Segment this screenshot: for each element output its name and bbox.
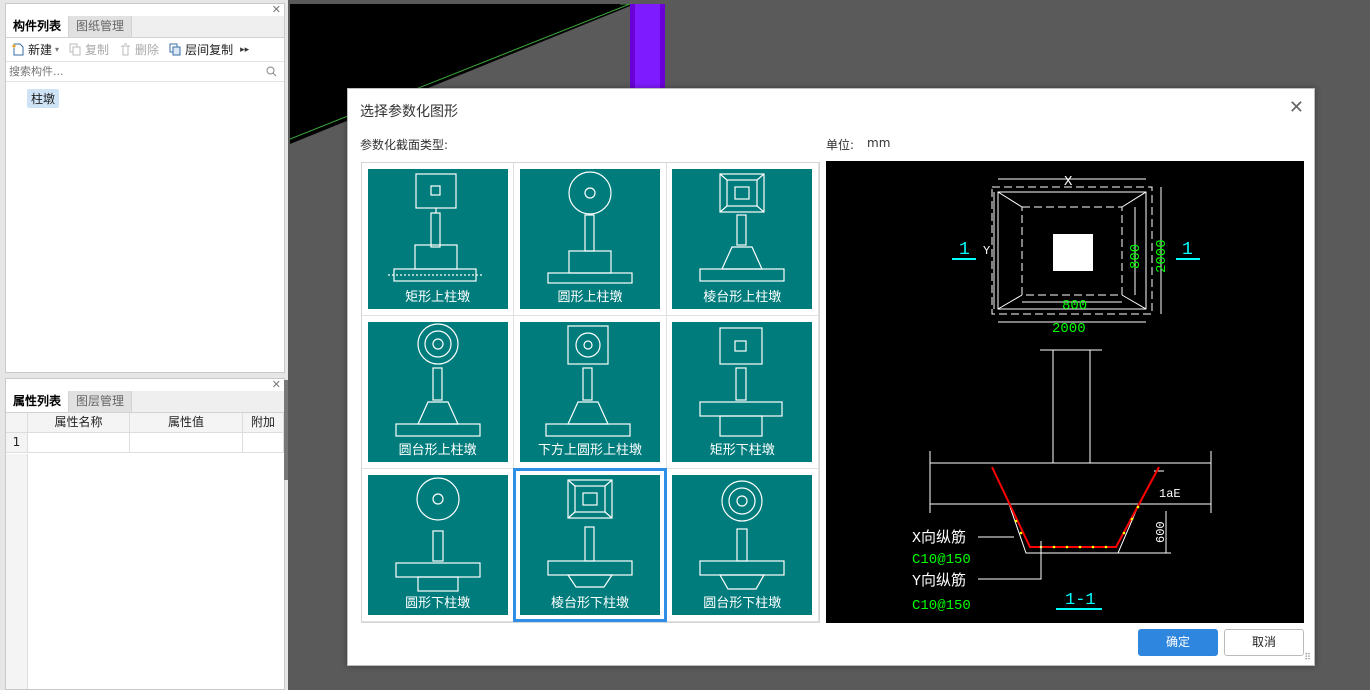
search-input[interactable] — [9, 65, 249, 78]
search-bar — [6, 62, 284, 82]
delete-label: 删除 — [135, 43, 160, 57]
component-list-panel: ✕ 构件列表 图纸管理 新建 ▾ 复制 删除 层间复制 ▸▸ — [5, 3, 285, 373]
section-mark-left: 1 — [959, 240, 970, 260]
tree-item-pier[interactable]: 柱墩 — [27, 89, 60, 108]
row-number: 1 — [6, 433, 28, 453]
shape-label: 圆形下柱墩 — [405, 596, 471, 611]
param-shape-dialog: 选择参数化图形 ✕ 参数化截面类型: 单位: mm 矩形上柱墩 — [347, 88, 1315, 666]
shape-label: 圆台形下柱墩 — [703, 596, 782, 611]
shape-preview: X Y 800 2000 800 2000 1 1 — [826, 161, 1304, 623]
row-header-strip — [6, 454, 28, 689]
tab-layer-manage[interactable]: 图层管理 — [69, 391, 133, 412]
shape-cell[interactable]: 矩形上柱墩 — [362, 163, 515, 316]
rect-top-pier-icon: 矩形上柱墩 — [367, 169, 508, 309]
y-rebar-label: Y向纵筋 — [912, 572, 966, 590]
new-file-icon — [12, 43, 24, 56]
ok-button[interactable]: 确定 — [1138, 629, 1218, 656]
property-table: 属性名称 属性值 附加 1 — [6, 413, 284, 453]
y-rebar-spec: C10@150 — [912, 598, 971, 614]
square-bottom-round-top-pier-icon: 下方上圆形上柱墩 — [519, 322, 660, 462]
table-cell[interactable] — [130, 433, 243, 453]
shape-cell[interactable]: 圆形上柱墩 — [514, 163, 667, 316]
chevron-down-icon[interactable]: ▾ — [55, 45, 60, 54]
tab-property-list[interactable]: 属性列表 — [6, 391, 70, 412]
dim-x: X — [1064, 174, 1073, 190]
x-rebar-spec: C10@150 — [912, 552, 971, 568]
property-tabs: 属性列表 图层管理 — [6, 391, 284, 413]
dialog-title: 选择参数化图形 — [360, 104, 458, 120]
shape-label: 下方上圆形上柱墩 — [537, 443, 642, 458]
corner-cell — [6, 413, 28, 433]
lae-label: 1aE — [1159, 487, 1181, 501]
cone-frustum-bottom-pier-icon: 圆台形下柱墩 — [672, 475, 813, 615]
shape-cell[interactable]: 矩形下柱墩 — [666, 316, 819, 469]
close-icon[interactable]: ✕ — [271, 378, 281, 391]
trash-icon — [121, 43, 131, 56]
dim-800-side: 800 — [1128, 244, 1144, 269]
floor-copy-label: 层间复制 — [185, 43, 234, 57]
delete-button[interactable]: 删除 — [116, 41, 162, 58]
copy-icon — [69, 43, 81, 56]
shape-label: 棱台形上柱墩 — [703, 290, 782, 305]
new-button[interactable]: 新建 ▾ — [9, 41, 62, 58]
section-mark-right: 1 — [1182, 240, 1193, 260]
tab-component-list[interactable]: 构件列表 — [6, 16, 70, 37]
rect-bottom-pier-icon: 矩形下柱墩 — [672, 322, 813, 462]
unit-value: mm — [867, 136, 891, 150]
table-cell[interactable] — [28, 433, 130, 453]
shape-label: 圆台形上柱墩 — [398, 443, 477, 458]
shape-cell[interactable]: 棱台形上柱墩 — [666, 163, 819, 316]
dim-800-bottom: 800 — [1062, 298, 1087, 314]
shape-cell-selected[interactable]: 棱台形下柱墩 — [512, 468, 667, 622]
copy-label: 复制 — [85, 43, 110, 57]
table-cell[interactable] — [243, 433, 284, 453]
frustum-top-pier-icon: 棱台形上柱墩 — [672, 169, 813, 309]
copy-button[interactable]: 复制 — [66, 41, 112, 58]
resize-grip-icon[interactable]: ⠿ — [1304, 653, 1311, 663]
dim-2000-bottom: 2000 — [1052, 321, 1086, 337]
x-rebar-label: X向纵筋 — [912, 529, 966, 547]
more-icon[interactable]: ▸▸ — [240, 44, 250, 55]
circle-top-pier-icon: 圆形上柱墩 — [519, 169, 660, 309]
close-icon[interactable]: ✕ — [271, 3, 281, 16]
column-header-name: 属性名称 — [28, 413, 130, 433]
preview-drawing: X Y 800 2000 800 2000 1 1 — [912, 174, 1212, 614]
unit-label: 单位: — [826, 138, 855, 152]
section-name: 1-1 — [1065, 591, 1096, 610]
floor-copy-button[interactable]: 层间复制 — [166, 41, 236, 58]
depth-label: 600 — [1154, 521, 1168, 543]
dim-2000-side: 2000 — [1154, 239, 1170, 273]
tab-drawing-manage[interactable]: 图纸管理 — [69, 16, 133, 37]
shape-label: 矩形上柱墩 — [405, 290, 471, 305]
cone-frustum-top-pier-icon: 圆台形上柱墩 — [367, 322, 508, 462]
component-toolbar: 新建 ▾ 复制 删除 层间复制 ▸▸ — [6, 38, 284, 62]
cancel-button[interactable]: 取消 — [1224, 629, 1304, 656]
property-panel: ✕ 属性列表 图层管理 属性名称 属性值 附加 1 — [5, 378, 285, 690]
new-label: 新建 — [28, 43, 53, 57]
shape-cell[interactable]: 圆形下柱墩 — [362, 469, 515, 622]
shape-label: 棱台形下柱墩 — [550, 596, 629, 611]
splitter-handle[interactable] — [284, 380, 289, 480]
shape-cell[interactable]: 圆台形下柱墩 — [666, 469, 819, 622]
section-type-label: 参数化截面类型: — [360, 138, 449, 152]
search-icon[interactable] — [266, 66, 277, 77]
shape-label: 圆形上柱墩 — [557, 290, 623, 305]
column-header-value: 属性值 — [130, 413, 243, 433]
component-tabs: 构件列表 图纸管理 — [6, 16, 284, 38]
frustum-bottom-pier-icon: 棱台形下柱墩 — [512, 468, 667, 622]
column-header-extra: 附加 — [243, 413, 284, 433]
shape-grid: 矩形上柱墩 圆形上柱墩 棱 — [361, 162, 820, 623]
close-icon[interactable]: ✕ — [1288, 97, 1304, 118]
shape-label: 矩形下柱墩 — [709, 443, 775, 458]
dim-y: Y — [983, 244, 990, 258]
circle-bottom-pier-icon: 圆形下柱墩 — [367, 475, 508, 615]
left-dock: ✕ 构件列表 图纸管理 新建 ▾ 复制 删除 层间复制 ▸▸ — [0, 0, 289, 690]
shape-cell[interactable]: 圆台形上柱墩 — [362, 316, 515, 469]
layers-copy-icon — [169, 43, 181, 56]
shape-cell[interactable]: 下方上圆形上柱墩 — [514, 316, 667, 469]
